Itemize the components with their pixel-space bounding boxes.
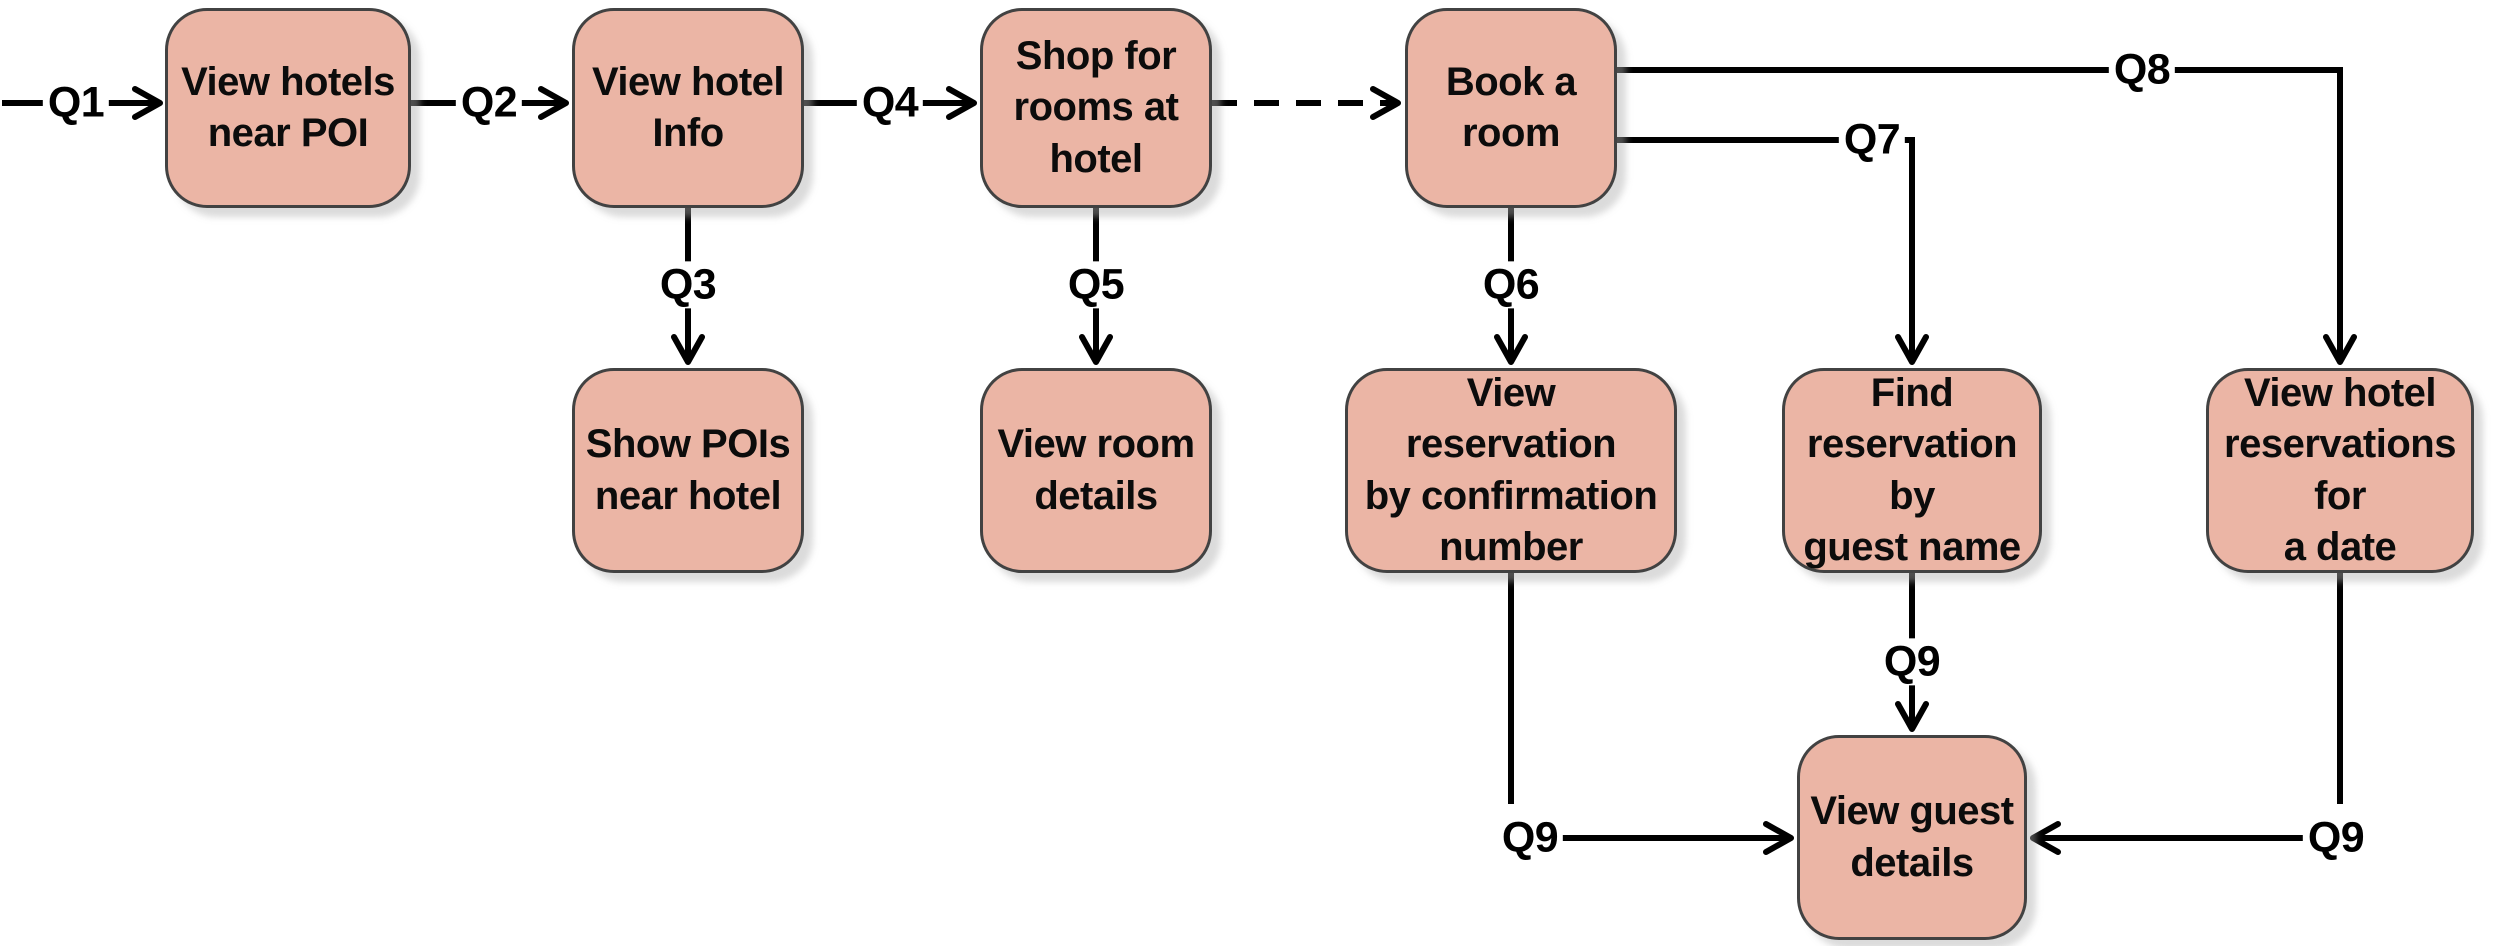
edge-label-q8: Q8 <box>2108 46 2176 94</box>
connector-q7 <box>1615 137 1929 365</box>
node-find-reservation-by-guest-name: Find reservation by guest name <box>1782 368 2042 573</box>
edge-label-q3: Q3 <box>654 261 722 309</box>
node-view-hotel-reservations-for-a-date: View hotel reservations for a date <box>2206 368 2474 573</box>
edge-label-q1: Q1 <box>42 79 110 127</box>
node-view-guest-details: View guest details <box>1797 735 2027 940</box>
edge-label-q6: Q6 <box>1477 261 1545 309</box>
connector-q8 <box>1615 67 2357 365</box>
edge-label-q5: Q5 <box>1062 261 1130 309</box>
node-view-room-details: View room details <box>980 368 1212 573</box>
node-view-hotels-near-poi: View hotels near POI <box>165 8 411 208</box>
edge-label-q9-right: Q9 <box>2302 814 2370 862</box>
node-view-hotel-info: View hotel Info <box>572 8 804 208</box>
node-book-a-room: Book a room <box>1405 8 1617 208</box>
edge-label-q2: Q2 <box>455 79 523 127</box>
node-shop-for-rooms-at-hotel: Shop for rooms at hotel <box>980 8 1212 208</box>
edge-label-q7: Q7 <box>1838 116 1906 164</box>
edge-label-q9-top: Q9 <box>1878 638 1946 686</box>
edge-label-q9-left: Q9 <box>1496 814 1564 862</box>
edge-label-q4: Q4 <box>856 79 924 127</box>
node-view-reservation-by-confirmation-number: View reservation by confirmation number <box>1345 368 1677 573</box>
node-show-pois-near-hotel: Show POIs near hotel <box>572 368 804 573</box>
